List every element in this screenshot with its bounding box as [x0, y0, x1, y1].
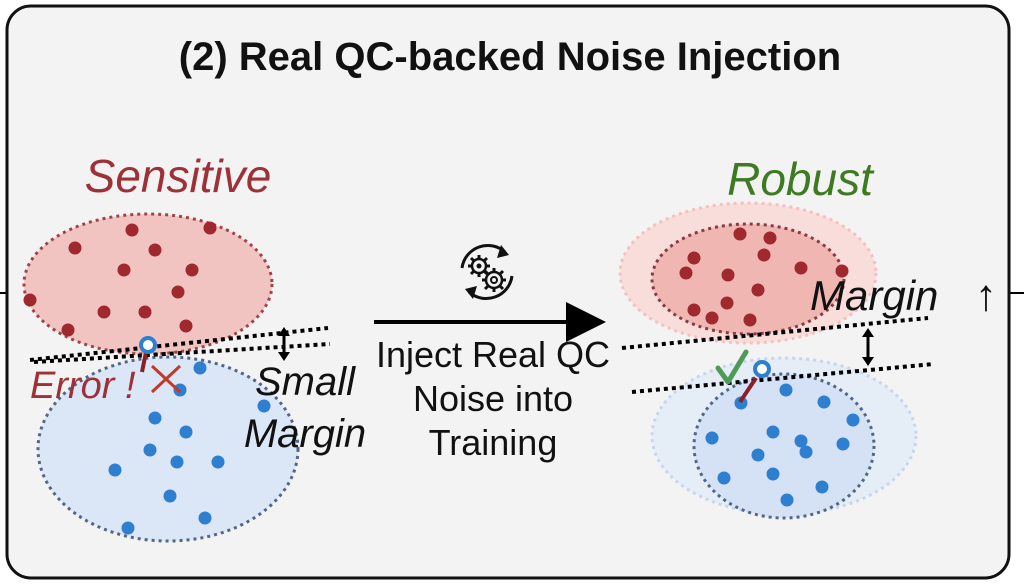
margin-up-arrow: ↑ — [975, 271, 997, 320]
red-point — [679, 266, 693, 280]
red-point — [117, 263, 131, 277]
red-point — [835, 264, 849, 278]
error-label: Error ! — [30, 365, 136, 407]
blue-point — [751, 448, 765, 462]
robust-red-points — [679, 227, 849, 327]
red-point — [743, 313, 757, 327]
check-icon — [715, 349, 749, 385]
blue-point — [766, 425, 780, 439]
sensitive-blue-points — [108, 361, 271, 535]
red-point — [97, 305, 111, 319]
sensitive-blue-cluster — [36, 355, 300, 543]
robust-blue-cluster-inner — [692, 372, 876, 520]
red-point — [721, 268, 735, 282]
red-point — [705, 311, 719, 325]
process-label-line1: Inject Real QC — [376, 334, 610, 375]
correct-point — [753, 360, 771, 378]
blue-point — [799, 445, 813, 459]
robust-red-cluster-inner — [650, 222, 846, 336]
robust-label: Robust — [727, 153, 875, 205]
red-point — [61, 323, 75, 337]
process-label-line3: Training — [429, 422, 558, 463]
margin-up-label: Margin — [810, 272, 938, 319]
blue-point — [179, 425, 193, 439]
blue-point — [198, 511, 212, 525]
blue-point — [846, 413, 860, 427]
red-point — [203, 221, 217, 235]
robust-shift-arrow — [738, 376, 758, 404]
blue-point — [121, 521, 135, 535]
sensitive-red-points — [23, 221, 217, 337]
blue-point — [817, 395, 831, 409]
blue-point — [193, 361, 207, 375]
red-point — [733, 227, 747, 241]
robust-boundary-lower — [631, 362, 935, 394]
blue-point — [794, 434, 808, 448]
blue-point — [815, 480, 829, 494]
red-point — [185, 263, 199, 277]
blue-point — [779, 383, 793, 397]
blue-point — [257, 399, 271, 413]
process-label-line2: Noise into — [413, 378, 573, 419]
sensitive-red-cluster — [22, 212, 274, 356]
red-point — [148, 243, 162, 257]
cross-icon — [150, 364, 182, 394]
sensitive-label: Sensitive — [85, 150, 272, 202]
red-point — [125, 223, 139, 237]
small-margin-label-line1: Small — [255, 360, 356, 404]
red-point — [23, 293, 37, 307]
robust-boundary-upper — [621, 316, 929, 350]
blue-point — [705, 431, 719, 445]
red-point — [751, 283, 765, 297]
blue-point — [163, 489, 177, 503]
sensitive-boundary-upper — [29, 326, 329, 362]
blue-point — [717, 471, 731, 485]
blue-point — [836, 437, 850, 451]
robust-blue-points — [705, 383, 860, 507]
blue-point — [766, 467, 780, 481]
sensitive-boundary-lower — [33, 342, 331, 364]
blue-point — [108, 463, 122, 477]
red-point — [687, 251, 701, 265]
small-margin-arrow — [278, 327, 290, 361]
red-point — [757, 248, 771, 262]
blue-point — [211, 455, 225, 469]
red-point — [720, 296, 734, 310]
large-margin-arrow — [862, 328, 874, 366]
red-point — [687, 303, 701, 317]
red-point — [68, 241, 82, 255]
red-point — [179, 319, 193, 333]
blue-point — [148, 411, 162, 425]
misclassified-point — [139, 336, 157, 354]
error-shift-arrow — [140, 351, 148, 373]
gears-cycle-icon — [460, 243, 514, 301]
blue-point — [170, 455, 184, 469]
red-point — [763, 231, 777, 245]
red-point — [794, 261, 808, 275]
blue-point — [143, 443, 157, 457]
red-point — [171, 285, 185, 299]
blue-point — [780, 493, 794, 507]
red-point — [138, 305, 152, 319]
blue-point — [734, 396, 748, 410]
panel-title: (2) Real QC-backed Noise Injection — [179, 35, 841, 79]
small-margin-label-line2: Margin — [244, 412, 366, 456]
